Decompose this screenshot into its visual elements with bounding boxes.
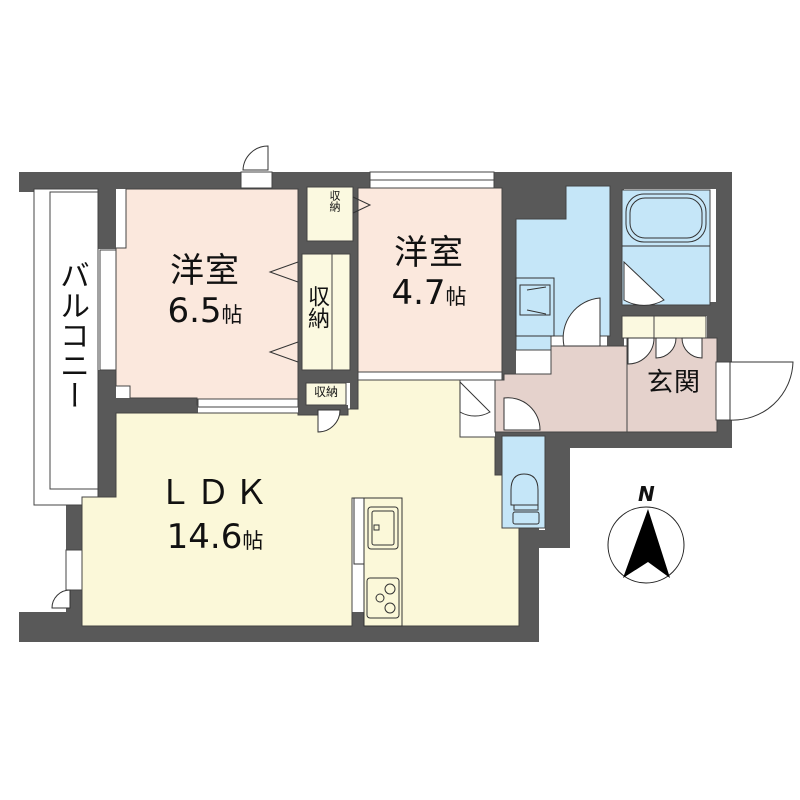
room-size: 6.5帖 — [150, 294, 260, 328]
entrance-label: 玄関 — [646, 368, 701, 398]
windows — [65, 171, 731, 591]
size-unit: 帖 — [221, 303, 243, 327]
room-name: 洋室 — [394, 233, 464, 273]
room-name: ＬＤＫ — [158, 473, 272, 513]
western-room-1-floor — [115, 188, 299, 406]
storage-main-label: 収納 — [304, 285, 329, 329]
western-room-1-label: 洋室 6.5帖 — [150, 254, 260, 328]
western-room-2-label: 洋室 4.7帖 — [374, 236, 484, 310]
storage-top-floor — [306, 186, 354, 242]
storage-main-floor — [301, 253, 351, 371]
toilet-icon — [510, 473, 540, 525]
room-size: 14.6帖 — [150, 520, 280, 554]
storage-small-floor — [305, 382, 347, 406]
kitchen-counter — [353, 497, 403, 627]
western-room-2-floor — [357, 187, 503, 373]
shoe-cabinet — [621, 315, 707, 339]
compass-north-label: N — [638, 482, 655, 506]
room-size: 4.7帖 — [374, 276, 484, 310]
balcony — [33, 188, 99, 506]
storage-small-label: 収納 — [313, 385, 338, 399]
balcony-label: バルコニー — [54, 260, 89, 410]
size-value: 6.5 — [167, 291, 222, 331]
compass-icon — [607, 506, 685, 584]
size-value: 4.7 — [391, 273, 446, 313]
doors — [51, 145, 794, 609]
size-unit: 帖 — [445, 285, 467, 309]
bathtub-icon — [622, 193, 710, 247]
ldk-label: ＬＤＫ 14.6帖 — [150, 476, 280, 554]
ldk-floor — [81, 379, 520, 627]
size-unit: 帖 — [242, 529, 264, 553]
storage-top-label: 収納 — [328, 190, 341, 212]
washing-machine-icon — [515, 277, 555, 337]
room-name: 洋室 — [170, 251, 240, 291]
size-value: 14.6 — [166, 517, 243, 557]
